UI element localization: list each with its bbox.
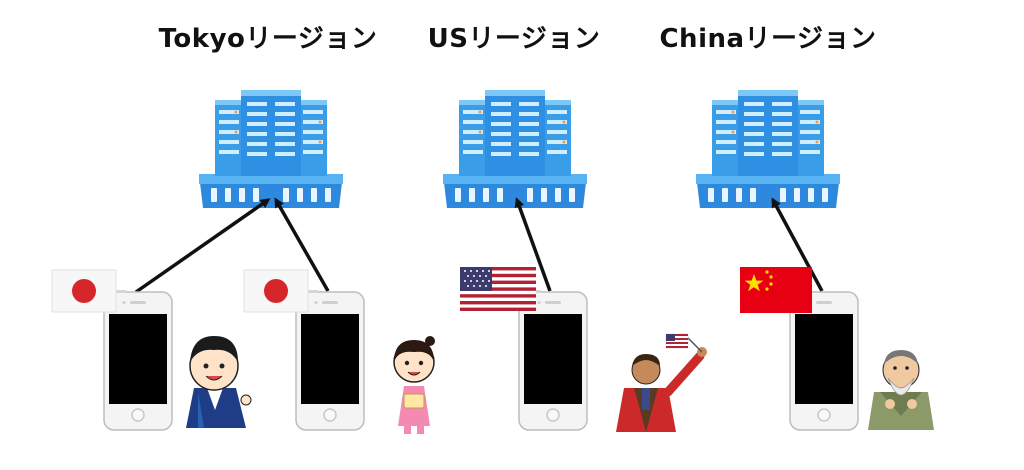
- arrow-device4-to-china: [771, 197, 824, 292]
- server-rack-icon-us: [443, 90, 587, 208]
- china-flag-icon: [740, 267, 812, 313]
- girl-icon: [393, 336, 435, 434]
- us-flag-icon: [460, 267, 536, 311]
- region-title-tokyo: Tokyoリージョン: [158, 24, 378, 54]
- old-chinese-man-icon: [868, 350, 934, 430]
- arrow-device2-to-tokyo: [274, 197, 330, 292]
- boy-in-kimono-icon: [186, 336, 252, 428]
- region-title-us: USリージョン: [427, 24, 601, 54]
- man-waving-us-flag-icon: [616, 333, 707, 432]
- arrow-device3-to-us: [514, 197, 552, 292]
- region-title-china: Chinaリージョン: [659, 24, 877, 54]
- japan-flag-icon-1: [51, 269, 117, 313]
- arrow-device1-to-tokyo: [134, 198, 271, 294]
- server-rack-icon-tokyo: [199, 90, 343, 208]
- japan-flag-icon-2: [243, 269, 309, 313]
- server-rack-icon-china: [696, 90, 840, 208]
